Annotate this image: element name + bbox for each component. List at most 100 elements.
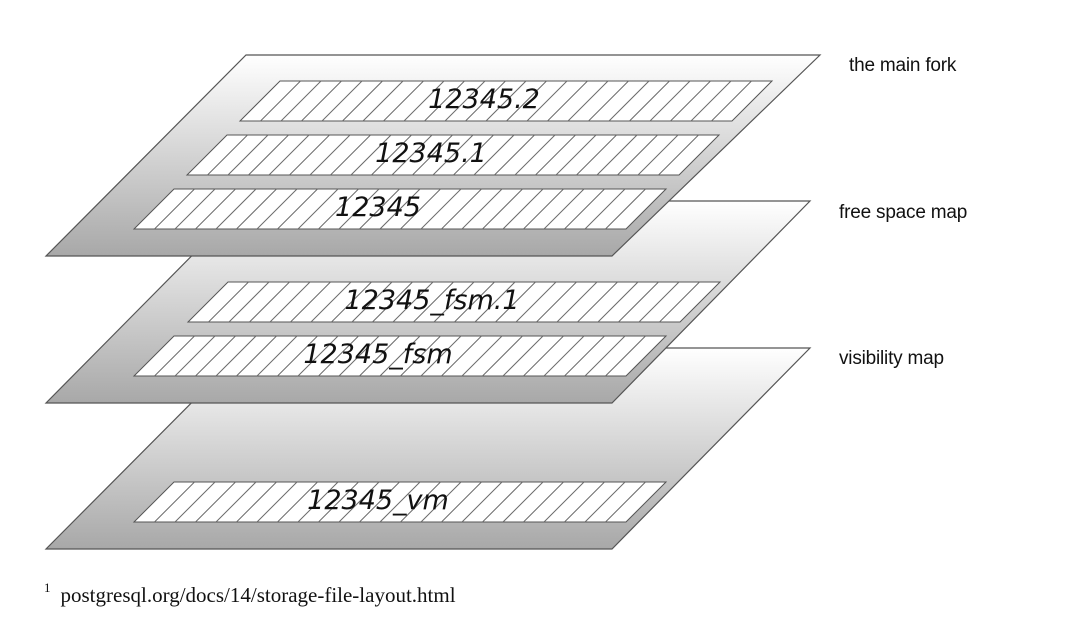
file-segment-divider: [515, 281, 557, 323]
file-segment-divider: [412, 134, 453, 176]
file-segment-divider: [338, 335, 380, 377]
file-segment-divider: [207, 134, 248, 176]
file-segment-divider: [236, 481, 277, 523]
file-segment-divider: [564, 188, 605, 230]
file-segment-divider: [236, 335, 277, 377]
file-segment-divider: [174, 335, 216, 377]
file-segment-divider: [371, 134, 412, 176]
file-segment-divider: [564, 335, 605, 377]
file-segment-divider: [248, 134, 289, 176]
file-segment-divider: [338, 188, 380, 230]
file-segment-divider: [506, 80, 547, 122]
footnote-link-text[interactable]: postgresql.org/docs/14/storage-file-layo…: [60, 583, 456, 607]
file-segment-divider: [608, 80, 650, 122]
file-segment-divider: [441, 188, 482, 230]
layer-label-visibility-map: visibility map: [839, 348, 944, 369]
file-segment-divider: [485, 80, 527, 122]
file-segment-divider: [215, 188, 257, 230]
file-segment-divider: [174, 188, 216, 230]
file-label-12345-1: 12345.1: [375, 138, 487, 169]
file-segment-divider: [474, 281, 516, 323]
file-segment-divider: [289, 134, 330, 176]
file-segment-divider: [420, 335, 462, 377]
file-segment-divider: [514, 134, 556, 176]
file-segment-divider: [351, 281, 393, 323]
file-strip: [132, 188, 668, 230]
file-segment-divider: [433, 281, 475, 323]
file-label-12345-vm: 12345_vm: [307, 485, 449, 516]
file-segment-divider: [444, 80, 486, 122]
file-segment-divider: [495, 281, 536, 323]
file-segment-divider: [597, 281, 639, 323]
file-segment-divider: [195, 335, 236, 377]
file-segment-divider: [543, 481, 585, 523]
file-segment-divider: [454, 281, 495, 323]
file-segment-divider: [441, 335, 482, 377]
file-segment-divider: [441, 481, 482, 523]
file-segment-divider: [432, 134, 474, 176]
file-segment-divider: [383, 80, 424, 122]
file-segment-divider: [359, 481, 400, 523]
file-segment-divider: [523, 188, 564, 230]
file-label-12345-fsm: 12345_fsm: [303, 339, 452, 370]
file-segment-divider: [567, 80, 609, 122]
file-strip: [132, 481, 668, 523]
file-segment-divider: [482, 335, 523, 377]
file-segment-divider: [321, 80, 363, 122]
file-segment-divider: [310, 281, 352, 323]
file-segment-divider: [596, 134, 638, 176]
file-segment-divider: [461, 481, 503, 523]
file-label-12345-fsm-1: 12345_fsm.1: [344, 285, 519, 316]
file-segment-divider: [297, 188, 339, 230]
file-segment-divider: [523, 481, 564, 523]
file-segment-divider: [543, 335, 585, 377]
file-segment-divider: [637, 134, 679, 176]
file-segment-divider: [318, 188, 359, 230]
file-segment-divider: [523, 335, 564, 377]
file-segment-divider: [424, 80, 465, 122]
file-segment-divider: [617, 134, 658, 176]
file-segment-divider: [618, 281, 659, 323]
file-segment-divider: [208, 281, 249, 323]
file-segment-divider: [256, 188, 298, 230]
layer-main-fork: 12345.2 12345.1 12345 the main fork: [44, 54, 957, 257]
file-segment-divider: [502, 335, 544, 377]
file-segment-divider: [297, 481, 339, 523]
file-segment-divider: [236, 188, 277, 230]
file-segment-divider: [556, 281, 598, 323]
file-segment-divider: [227, 134, 269, 176]
file-strip: [238, 80, 774, 122]
file-strip: [185, 134, 721, 176]
file-segment-divider: [670, 80, 711, 122]
file-segment-divider: [473, 134, 515, 176]
file-segment-divider: [453, 134, 494, 176]
file-segment-divider: [461, 335, 503, 377]
file-segment-divider: [215, 481, 257, 523]
file-segment-divider: [658, 134, 699, 176]
file-strip: [186, 281, 722, 323]
file-segment-divider: [280, 80, 322, 122]
file-segment-divider: [318, 335, 359, 377]
file-segment-divider: [154, 481, 195, 523]
file-segment-divider: [309, 134, 351, 176]
file-segment-divider: [536, 281, 577, 323]
file-segment-divider: [605, 335, 646, 377]
file-segment-divider: [379, 481, 421, 523]
file-segment-divider: [494, 134, 535, 176]
file-label-12345: 12345: [335, 192, 421, 223]
file-segment-divider: [400, 481, 441, 523]
file-segment-divider: [482, 188, 523, 230]
file-segment-divider: [350, 134, 392, 176]
file-segment-divider: [391, 134, 433, 176]
file-segment-divider: [555, 134, 597, 176]
file-segment-divider: [256, 335, 298, 377]
file-segment-divider: [502, 188, 544, 230]
file-segment-divider: [577, 281, 618, 323]
file-segment-divider: [174, 481, 216, 523]
file-segment-divider: [711, 80, 752, 122]
file-segment-divider: [659, 281, 700, 323]
file-segment-divider: [502, 481, 544, 523]
file-segment-divider: [584, 188, 626, 230]
file-segment-divider: [249, 281, 290, 323]
